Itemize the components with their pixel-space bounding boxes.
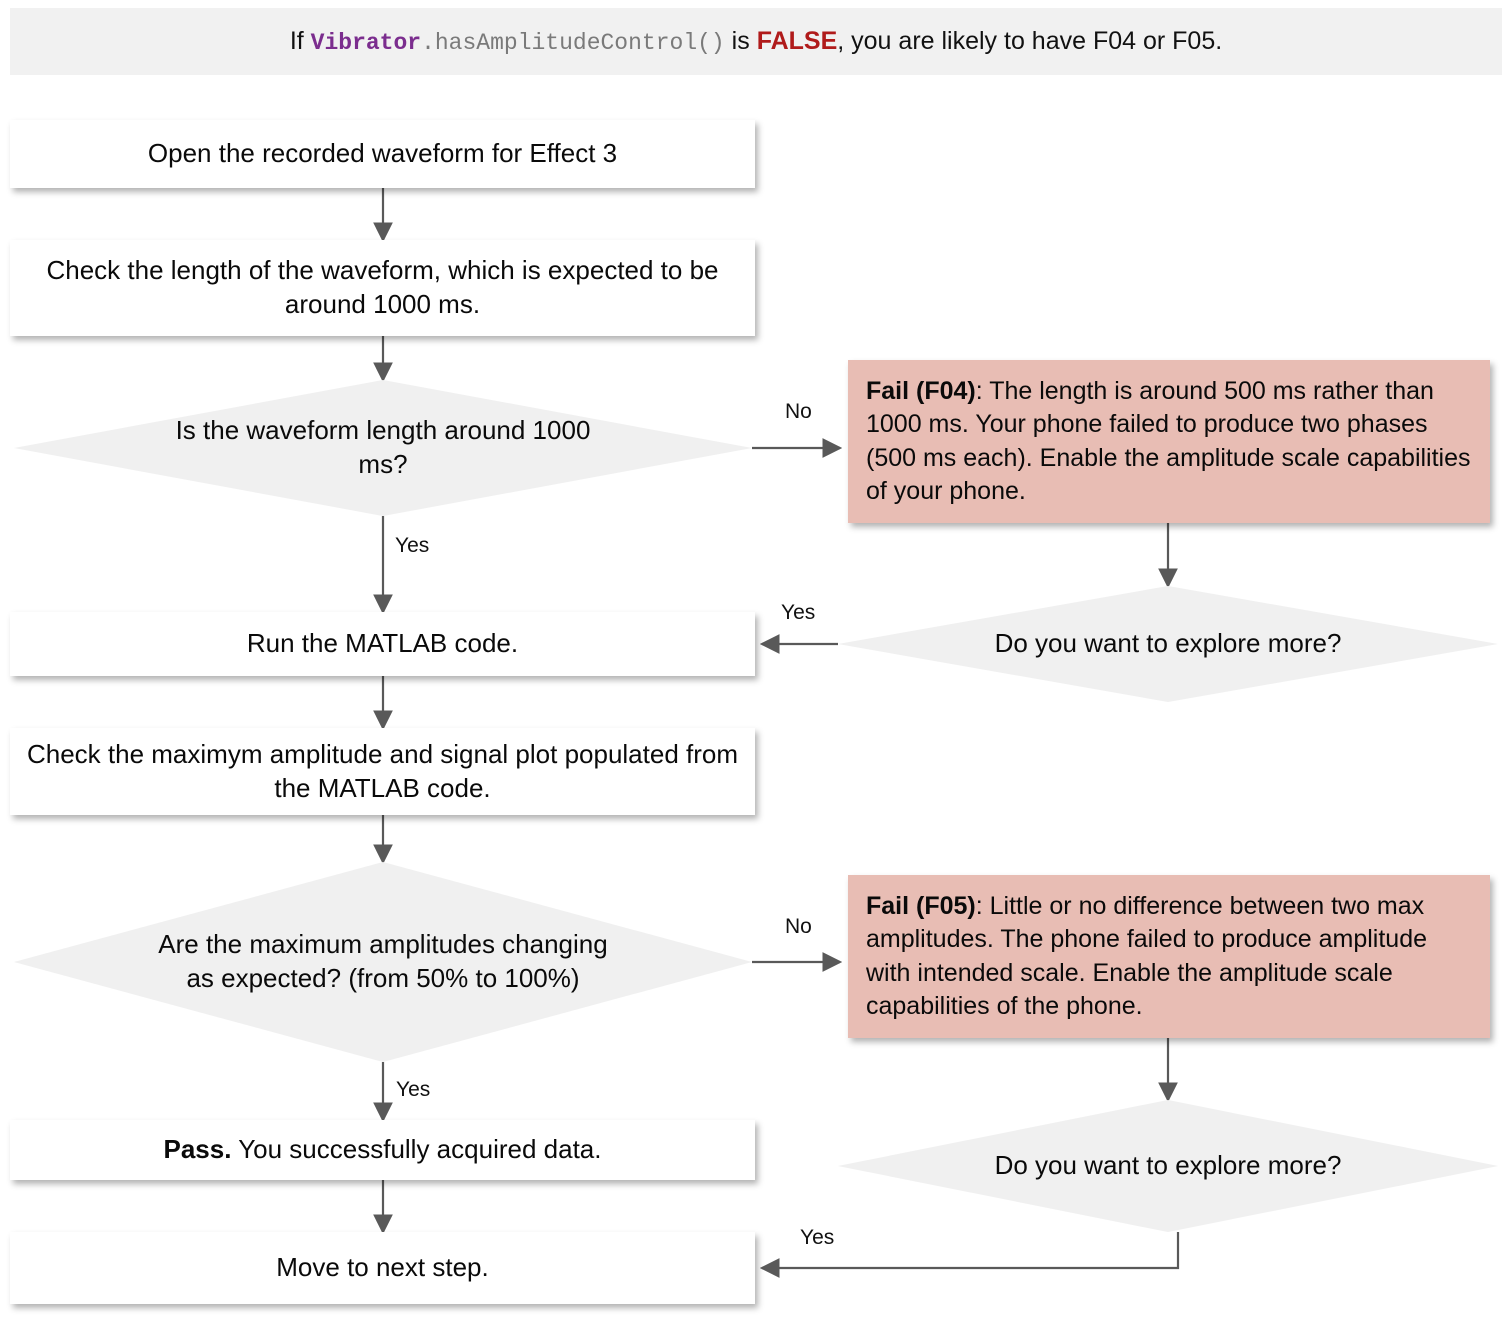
node-question-waveform-length-label: Is the waveform length around 1000 ms?	[175, 415, 591, 479]
node-run-matlab-label: Run the MATLAB code.	[246, 628, 519, 659]
node-check-length[interactable]: Check the length of the waveform, which …	[10, 240, 755, 336]
node-check-amplitude-label: Check the maximym amplitude and signal p…	[26, 738, 739, 803]
node-fail-f05-text: Fail (F05): Little or no difference betw…	[866, 890, 1472, 1024]
node-next-step[interactable]: Move to next step.	[10, 1232, 755, 1304]
node-question-waveform-length[interactable]: Is the waveform length around 1000 ms?	[14, 380, 752, 516]
header-keyword-false: FALSE	[756, 26, 838, 55]
header-middle: is	[724, 26, 757, 55]
node-pass-text: Pass. You successfully acquired data.	[164, 1133, 602, 1167]
edge-label-qlength-no: No	[785, 400, 812, 423]
node-fail-f04-body: : The length is around 500 ms rather tha…	[866, 376, 1471, 506]
node-open-waveform-label: Open the recorded waveform for Effect 3	[147, 138, 618, 169]
node-pass-body: You successfully acquired data.	[231, 1134, 602, 1165]
header-class-name: Vibrator	[310, 29, 422, 56]
edge-label-qamp-yes: Yes	[396, 1078, 431, 1101]
node-question-explore-more-2-label: Do you want to explore more?	[994, 1150, 1342, 1181]
header-suffix: , you are likely to have F04 or F05.	[837, 26, 1223, 55]
node-check-amplitude[interactable]: Check the maximym amplitude and signal p…	[10, 728, 755, 815]
node-fail-f05-body: : Little or no difference between two ma…	[866, 891, 1428, 1021]
node-open-waveform[interactable]: Open the recorded waveform for Effect 3	[10, 120, 755, 188]
edge-label-qamp-no: No	[785, 915, 812, 938]
edge-label-explore2-yes: Yes	[800, 1226, 835, 1249]
header-method-name: .hasAmplitudeControl()	[421, 29, 725, 56]
node-question-explore-more-2[interactable]: Do you want to explore more?	[838, 1100, 1498, 1232]
header-statement: If Vibrator.hasAmplitudeControl() is FAL…	[290, 26, 1222, 58]
node-fail-f05-code: Fail (F05)	[866, 891, 976, 920]
node-question-explore-more-1-label: Do you want to explore more?	[994, 628, 1342, 659]
node-fail-f05[interactable]: Fail (F05): Little or no difference betw…	[848, 875, 1490, 1038]
header-prefix: If	[289, 26, 311, 55]
node-question-amplitudes-changing[interactable]: Are the maximum amplitudes changing as e…	[14, 862, 752, 1062]
node-fail-f04-code: Fail (F04)	[866, 376, 976, 405]
header-banner: If Vibrator.hasAmplitudeControl() is FAL…	[10, 8, 1502, 75]
node-question-amplitudes-changing-label: Are the maximum amplitudes changing as e…	[158, 929, 608, 993]
node-question-explore-more-1[interactable]: Do you want to explore more?	[838, 586, 1498, 702]
edge-label-qlength-yes: Yes	[395, 534, 430, 557]
node-run-matlab[interactable]: Run the MATLAB code.	[10, 612, 755, 676]
edge-label-explore1-yes: Yes	[781, 601, 816, 624]
node-next-step-label: Move to next step.	[276, 1252, 489, 1283]
node-pass[interactable]: Pass. You successfully acquired data.	[10, 1120, 755, 1180]
node-pass-code: Pass.	[163, 1134, 232, 1165]
node-check-length-label: Check the length of the waveform, which …	[46, 255, 719, 319]
node-fail-f04-text: Fail (F04): The length is around 500 ms …	[866, 375, 1472, 509]
node-fail-f04[interactable]: Fail (F04): The length is around 500 ms …	[848, 360, 1490, 523]
